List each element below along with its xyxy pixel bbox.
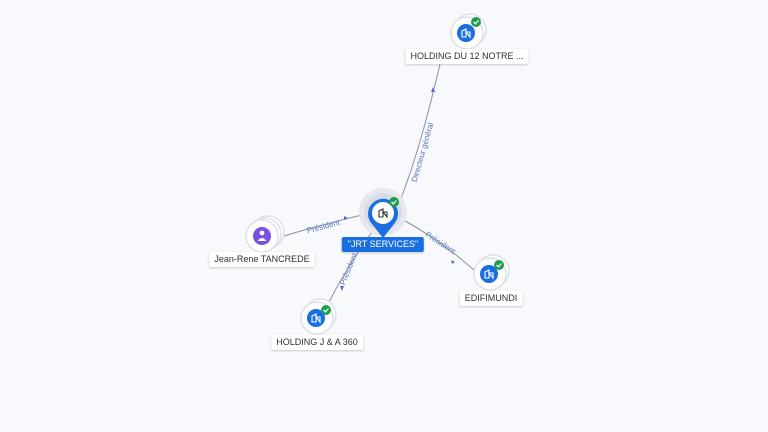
node-center[interactable]: [359, 188, 407, 238]
edge-center-tancrede: [283, 213, 367, 237]
check-badge-icon: [494, 260, 504, 270]
node-edifimundi[interactable]: [473, 254, 510, 291]
edge-arrow: [431, 87, 435, 92]
label-tancrede[interactable]: Jean-Rene TANCREDE: [209, 252, 315, 267]
edge-label-president-holdingja: Président: [338, 251, 359, 286]
edge-label-president-edifimundi: Président: [424, 230, 458, 256]
edge-center-edifimundi: [399, 217, 475, 271]
node-holdingja[interactable]: [300, 298, 337, 335]
check-badge-icon: [471, 17, 481, 27]
building-icon: [484, 269, 494, 280]
edge-center-holding12: [400, 63, 441, 199]
edge-label-president-tancrede: Président: [306, 218, 342, 236]
edge-arrow: [451, 260, 455, 264]
label-holding12[interactable]: HOLDING DU 12 NOTRE ...: [405, 49, 529, 64]
label-center[interactable]: "JRT SERVICES": [341, 237, 425, 252]
edge-arrow: [340, 286, 344, 291]
building-icon: [461, 28, 471, 39]
node-tancrede[interactable]: [245, 215, 285, 253]
person-icon: [257, 230, 267, 241]
check-badge-icon: [389, 197, 399, 207]
edge-arrow: [344, 216, 348, 220]
check-badge-icon: [321, 305, 331, 315]
label-holdingja[interactable]: HOLDING J & A 360: [271, 335, 363, 350]
label-edifimundi[interactable]: EDIFIMUNDI: [459, 291, 523, 306]
node-holding12[interactable]: [450, 13, 487, 50]
building-icon: [378, 208, 388, 219]
building-icon: [311, 313, 321, 324]
